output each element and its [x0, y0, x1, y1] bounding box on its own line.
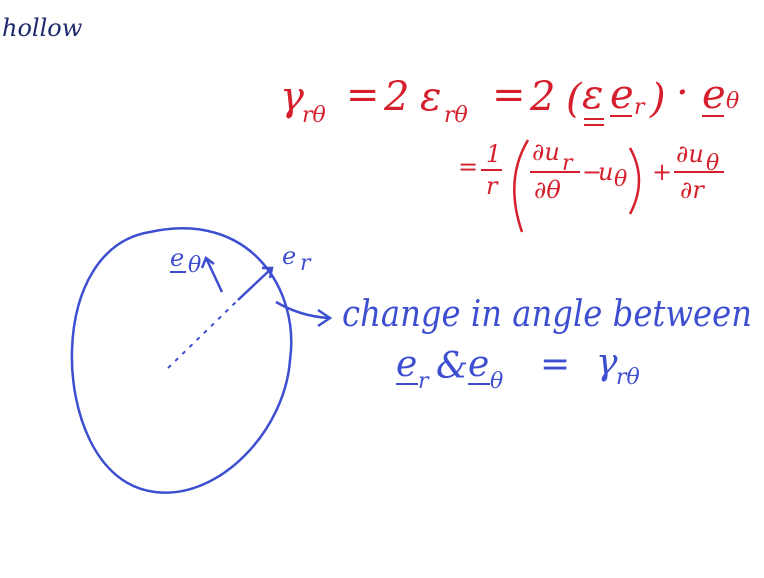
- angle-change-note: change in angle between e r & e θ = γ rθ: [342, 294, 752, 394]
- big-close-paren: [628, 147, 641, 215]
- note-gamma-sub: rθ: [616, 365, 640, 390]
- unit-vector-e-theta-subscript: θ: [726, 89, 739, 114]
- unit-vector-e-theta: e: [702, 72, 726, 118]
- pointer-arrow: [275, 300, 329, 320]
- u-theta: u: [598, 158, 613, 186]
- unit-vector-e-subscript: r: [634, 95, 646, 120]
- frac2-denominator: ∂r: [680, 176, 705, 204]
- equals-sign-1: =: [346, 72, 380, 118]
- e-r-arrowhead: [262, 266, 274, 279]
- gamma-symbol: γ: [280, 74, 304, 120]
- hollow-label: hollow: [2, 14, 83, 42]
- e-r-label: e: [282, 242, 296, 270]
- plus-sign: +: [652, 158, 672, 186]
- big-open-paren: [513, 139, 530, 233]
- factor-two-1: 2: [383, 74, 409, 120]
- note-line1: change in angle between: [342, 294, 752, 335]
- e-theta-arrow: [204, 257, 224, 293]
- dot-product: ·: [676, 70, 689, 116]
- epsilon-symbol: ε: [420, 74, 441, 120]
- hollow-boundary-curve: [70, 227, 293, 494]
- e-r-arrow: [237, 267, 273, 301]
- epsilon-subscript: rθ: [444, 103, 468, 128]
- close-paren-1: ): [649, 76, 666, 122]
- e-theta-label-sub: θ: [188, 253, 201, 278]
- shear-strain-equation-line2: = 1 r ∂u r ∂θ − u θ + ∂u θ ∂r: [458, 138, 724, 233]
- frac2-numerator: ∂u: [676, 140, 704, 168]
- one-numerator: 1: [486, 140, 501, 168]
- note-e-theta: e: [468, 344, 489, 385]
- note-gamma: γ: [596, 342, 618, 383]
- minus-sign: −: [582, 158, 602, 186]
- unit-vector-e: e: [610, 72, 634, 118]
- factor-two-2: 2: [529, 74, 555, 120]
- equals-sign-2: =: [492, 72, 526, 118]
- pointer-arrowhead: [317, 308, 333, 328]
- u-theta-sub: θ: [614, 167, 627, 192]
- frac1-denominator: ∂θ: [534, 176, 561, 204]
- note-ampersand: &: [436, 346, 468, 387]
- tensor-epsilon: ε: [582, 72, 603, 118]
- note-e-r: e: [396, 344, 417, 385]
- gamma-subscript: rθ: [302, 103, 326, 128]
- frac1-numerator: ∂u: [532, 138, 560, 166]
- e-theta-label: e: [170, 244, 184, 272]
- note-e-theta-sub: θ: [490, 369, 503, 394]
- equals-sign-3: =: [458, 153, 478, 181]
- hollow-cross-section-diagram: e θ e r: [70, 227, 333, 494]
- e-theta-arrowhead: [200, 256, 215, 269]
- open-paren-1: (: [566, 76, 583, 122]
- e-r-label-sub: r: [300, 251, 312, 276]
- frac1-numerator-sub: r: [562, 151, 574, 176]
- note-e-r-sub: r: [418, 369, 430, 394]
- frac2-numerator-sub: θ: [706, 151, 719, 176]
- r-denominator: r: [486, 172, 499, 200]
- shear-strain-equation-line1: γ rθ = 2 ε rθ = 2 ( ε e r ) · e θ: [280, 70, 739, 128]
- radial-dashed-line: [167, 299, 239, 369]
- note-equals: =: [540, 344, 570, 385]
